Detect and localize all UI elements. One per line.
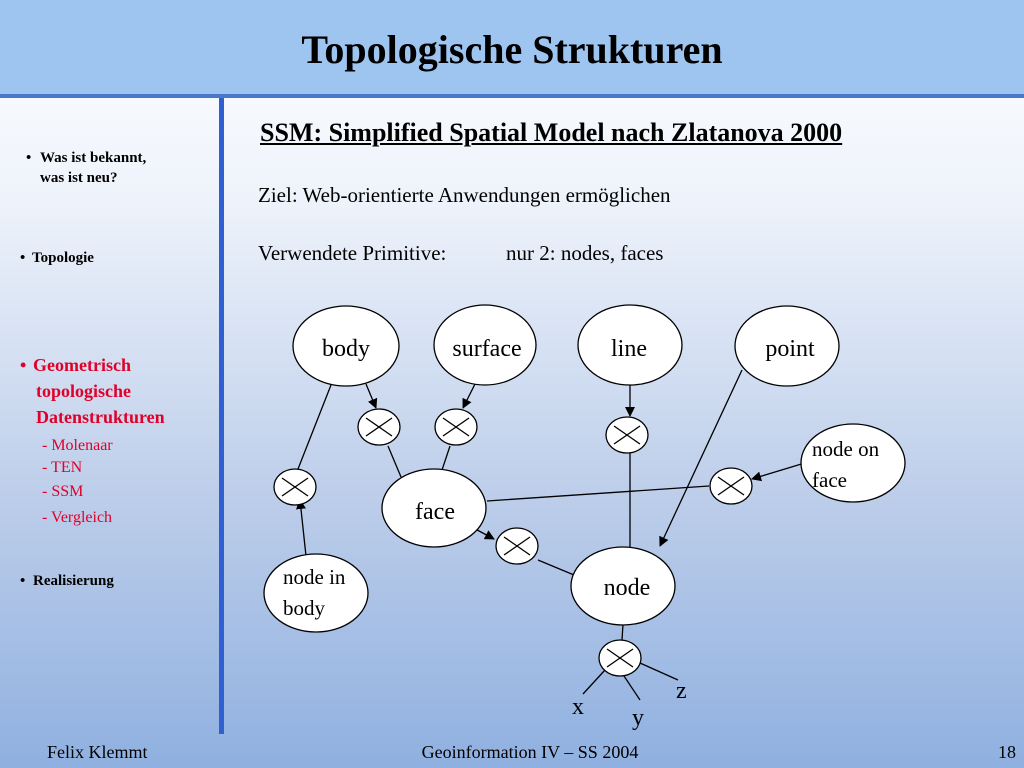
sidebar-item-geometrisch[interactable]: • Geometrisch topologische Datenstruktur…: [20, 352, 165, 430]
sidebar-item-label: Geometrisch: [33, 355, 131, 375]
line-label: line: [611, 336, 647, 362]
relation-circle-icon: [357, 408, 401, 446]
relation-circle-icon: [495, 527, 539, 565]
axis-z-line: [639, 662, 679, 681]
sidebar-item-label: Topologie: [32, 250, 94, 266]
nodeinbody-node-shape: [263, 553, 369, 633]
bullet-icon: •: [20, 250, 26, 266]
primitives-label: Verwendete Primitive:: [258, 241, 447, 265]
face-node-shape: [381, 468, 487, 548]
sidebar-item-label: was ist neu?: [40, 170, 118, 186]
point-label: point: [765, 336, 815, 362]
footer: Felix Klemmt Geoinformation IV – SS 2004…: [0, 740, 1024, 768]
edge-body-x5: [297, 384, 332, 470]
body-label: body: [322, 336, 370, 362]
bullet-icon: •: [20, 573, 26, 589]
edge-nodeonface-x4: [751, 461, 809, 482]
edge-nodeinbody-x5: [295, 499, 307, 557]
sidebar-item-label: Realisierung: [33, 573, 114, 589]
bullet-icon: •: [26, 150, 32, 166]
slide-title: Topologische Strukturen: [301, 27, 723, 72]
sidebar-item-topologie[interactable]: • Topologie: [20, 248, 94, 268]
axis-x-label: x: [572, 694, 584, 720]
axis-z-label: z: [676, 678, 687, 704]
relation-circle-icon: [273, 468, 317, 506]
nodeonface-node-shape: [800, 423, 906, 503]
relation-circle-icon: [598, 639, 642, 677]
section-heading: SSM: Simplified Spatial Model nach Zlata…: [260, 118, 843, 147]
edge-x2-face: [441, 445, 451, 471]
body-node-shape: [292, 305, 400, 387]
sidebar-item-label: topologische: [36, 381, 132, 401]
primitives-value: nur 2: nodes, faces: [506, 241, 664, 265]
node-node-shape: [570, 546, 676, 626]
sidebar-subitem-ten[interactable]: - TEN: [42, 459, 83, 476]
bullet-icon: •: [20, 355, 27, 375]
nodeinbody-label-line1: node in: [283, 565, 346, 589]
edge-body-x1: [365, 383, 378, 409]
edge-surface-x2: [462, 383, 476, 409]
sidebar-item-bekannt[interactable]: • Was ist bekannt, was ist neu?: [26, 148, 147, 188]
edge-node-x7: [621, 623, 624, 641]
goal-text: Ziel: Web-orientierte Anwendungen ermögl…: [258, 183, 671, 207]
surface-node-shape: [433, 304, 537, 386]
surface-label: surface: [452, 336, 521, 362]
sidebar-subitem-ssm[interactable]: - SSM: [42, 483, 84, 500]
axis-x-line: [582, 669, 606, 695]
vertical-divider: [219, 98, 224, 734]
line-node-shape: [577, 304, 683, 386]
footer-course: Geoinformation IV – SS 2004: [421, 742, 639, 762]
title-bar: Topologische Strukturen: [0, 0, 1024, 98]
sidebar-nav: • Was ist bekannt, was ist neu? • Topolo…: [0, 98, 219, 734]
nodeonface-label-line2: face: [812, 468, 847, 492]
sidebar-item-realisierung[interactable]: • Realisierung: [20, 571, 114, 591]
sidebar-subitem-molenaar[interactable]: - Molenaar: [42, 437, 113, 454]
axis-y-line: [623, 675, 641, 701]
node-label: node: [604, 575, 651, 601]
footer-author: Felix Klemmt: [47, 742, 148, 762]
face-label: face: [415, 499, 455, 525]
sidebar-subitem-vergleich[interactable]: - Vergleich: [42, 509, 113, 526]
axis-y-label: y: [632, 705, 644, 731]
sidebar-item-label: Was ist bekannt,: [40, 150, 147, 166]
edge-x1-face: [387, 445, 402, 478]
edge-face-x4: [486, 485, 710, 502]
point-node-shape: [734, 305, 840, 387]
nodeonface-label-line1: node on: [812, 437, 880, 461]
edge-point-node: [659, 369, 743, 547]
relation-circle-icon: [434, 408, 478, 446]
sidebar-item-label: Datenstrukturen: [36, 407, 165, 427]
nodeinbody-label-line2: body: [283, 596, 326, 620]
footer-page-number: 18: [998, 742, 1016, 762]
edge-x6-node: [537, 559, 575, 576]
relation-circle-icon: [605, 416, 649, 454]
relation-circle-icon: [709, 467, 753, 505]
